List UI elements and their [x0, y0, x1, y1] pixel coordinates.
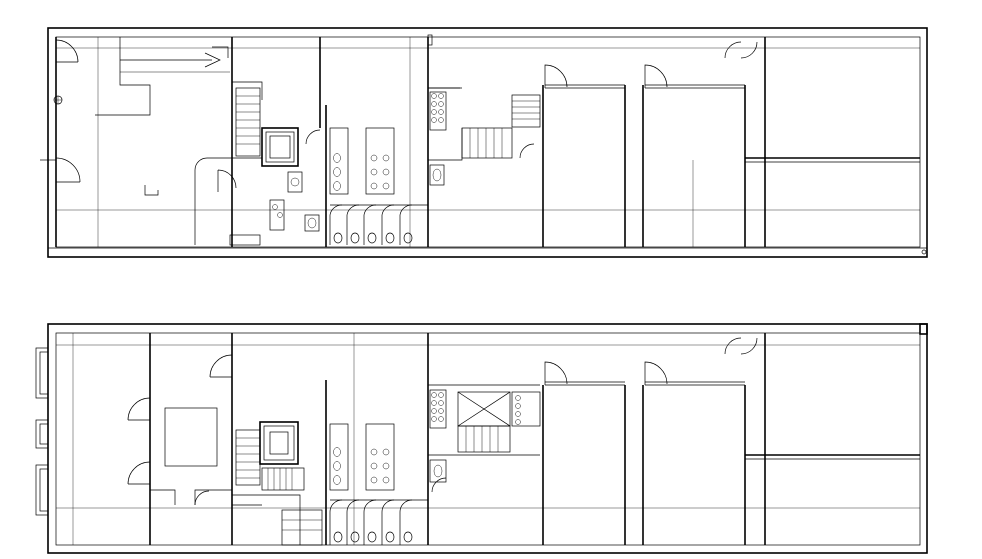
- lower-shop-door-1: [544, 361, 568, 385]
- upper-left-door-top: [55, 39, 79, 63]
- lower-lift-lobby: [164, 407, 218, 467]
- upper-stair-middle-left: [429, 91, 447, 131]
- upper-inner-wall-line: [55, 36, 921, 248]
- upper-double-door: [724, 41, 758, 59]
- upper-lobby-door: [217, 169, 237, 192]
- lower-left-bays: [35, 347, 49, 516]
- lower-floor-plan: [35, 323, 928, 554]
- upper-left-door-bottom: [55, 157, 81, 183]
- lower-stair-core-left: [429, 389, 447, 429]
- lower-elevator-shaft: [259, 421, 299, 465]
- lower-door-arch-3: [209, 354, 233, 378]
- lower-stair-left: [235, 429, 261, 486]
- upper-floor-plan: [40, 27, 928, 258]
- upper-entry-partition: [95, 37, 151, 116]
- upper-stair-middle-flight: [461, 127, 513, 159]
- lower-shop-door-2: [644, 361, 668, 385]
- lower-inner-wall-line: [55, 332, 921, 546]
- upper-toilet-row-right: [365, 127, 395, 195]
- upper-l-symbol: [144, 185, 159, 196]
- upper-toilet-fixtures: [333, 153, 390, 191]
- lower-toilet-row-right: [365, 423, 395, 491]
- upper-lobby-curve: [194, 157, 262, 245]
- upper-toilet-stalls: [329, 204, 413, 245]
- upper-sink: [287, 171, 303, 193]
- lower-double-door: [724, 337, 758, 355]
- lower-door-arch-1: [127, 397, 151, 421]
- lower-toilet-row-left: [329, 423, 349, 491]
- upper-elevator-shaft: [261, 127, 299, 167]
- upper-ramp-arrow: [120, 46, 229, 68]
- upper-toilet-row-left: [329, 127, 349, 195]
- lower-door-arch-2: [127, 461, 151, 485]
- upper-stair-left-treads: [236, 95, 260, 145]
- upper-shop-door-1: [544, 64, 568, 88]
- lower-outer-boundary: [47, 323, 928, 554]
- upper-shop-door-2: [644, 64, 668, 88]
- upper-stair-left: [235, 87, 261, 157]
- lower-stair-core-flight: [457, 425, 511, 453]
- upper-wc-small: [304, 214, 320, 232]
- upper-stove: [269, 199, 285, 231]
- upper-stair-middle-right: [511, 94, 541, 128]
- lower-toilet-stalls: [329, 499, 413, 545]
- upper-outer-boundary: [47, 27, 928, 258]
